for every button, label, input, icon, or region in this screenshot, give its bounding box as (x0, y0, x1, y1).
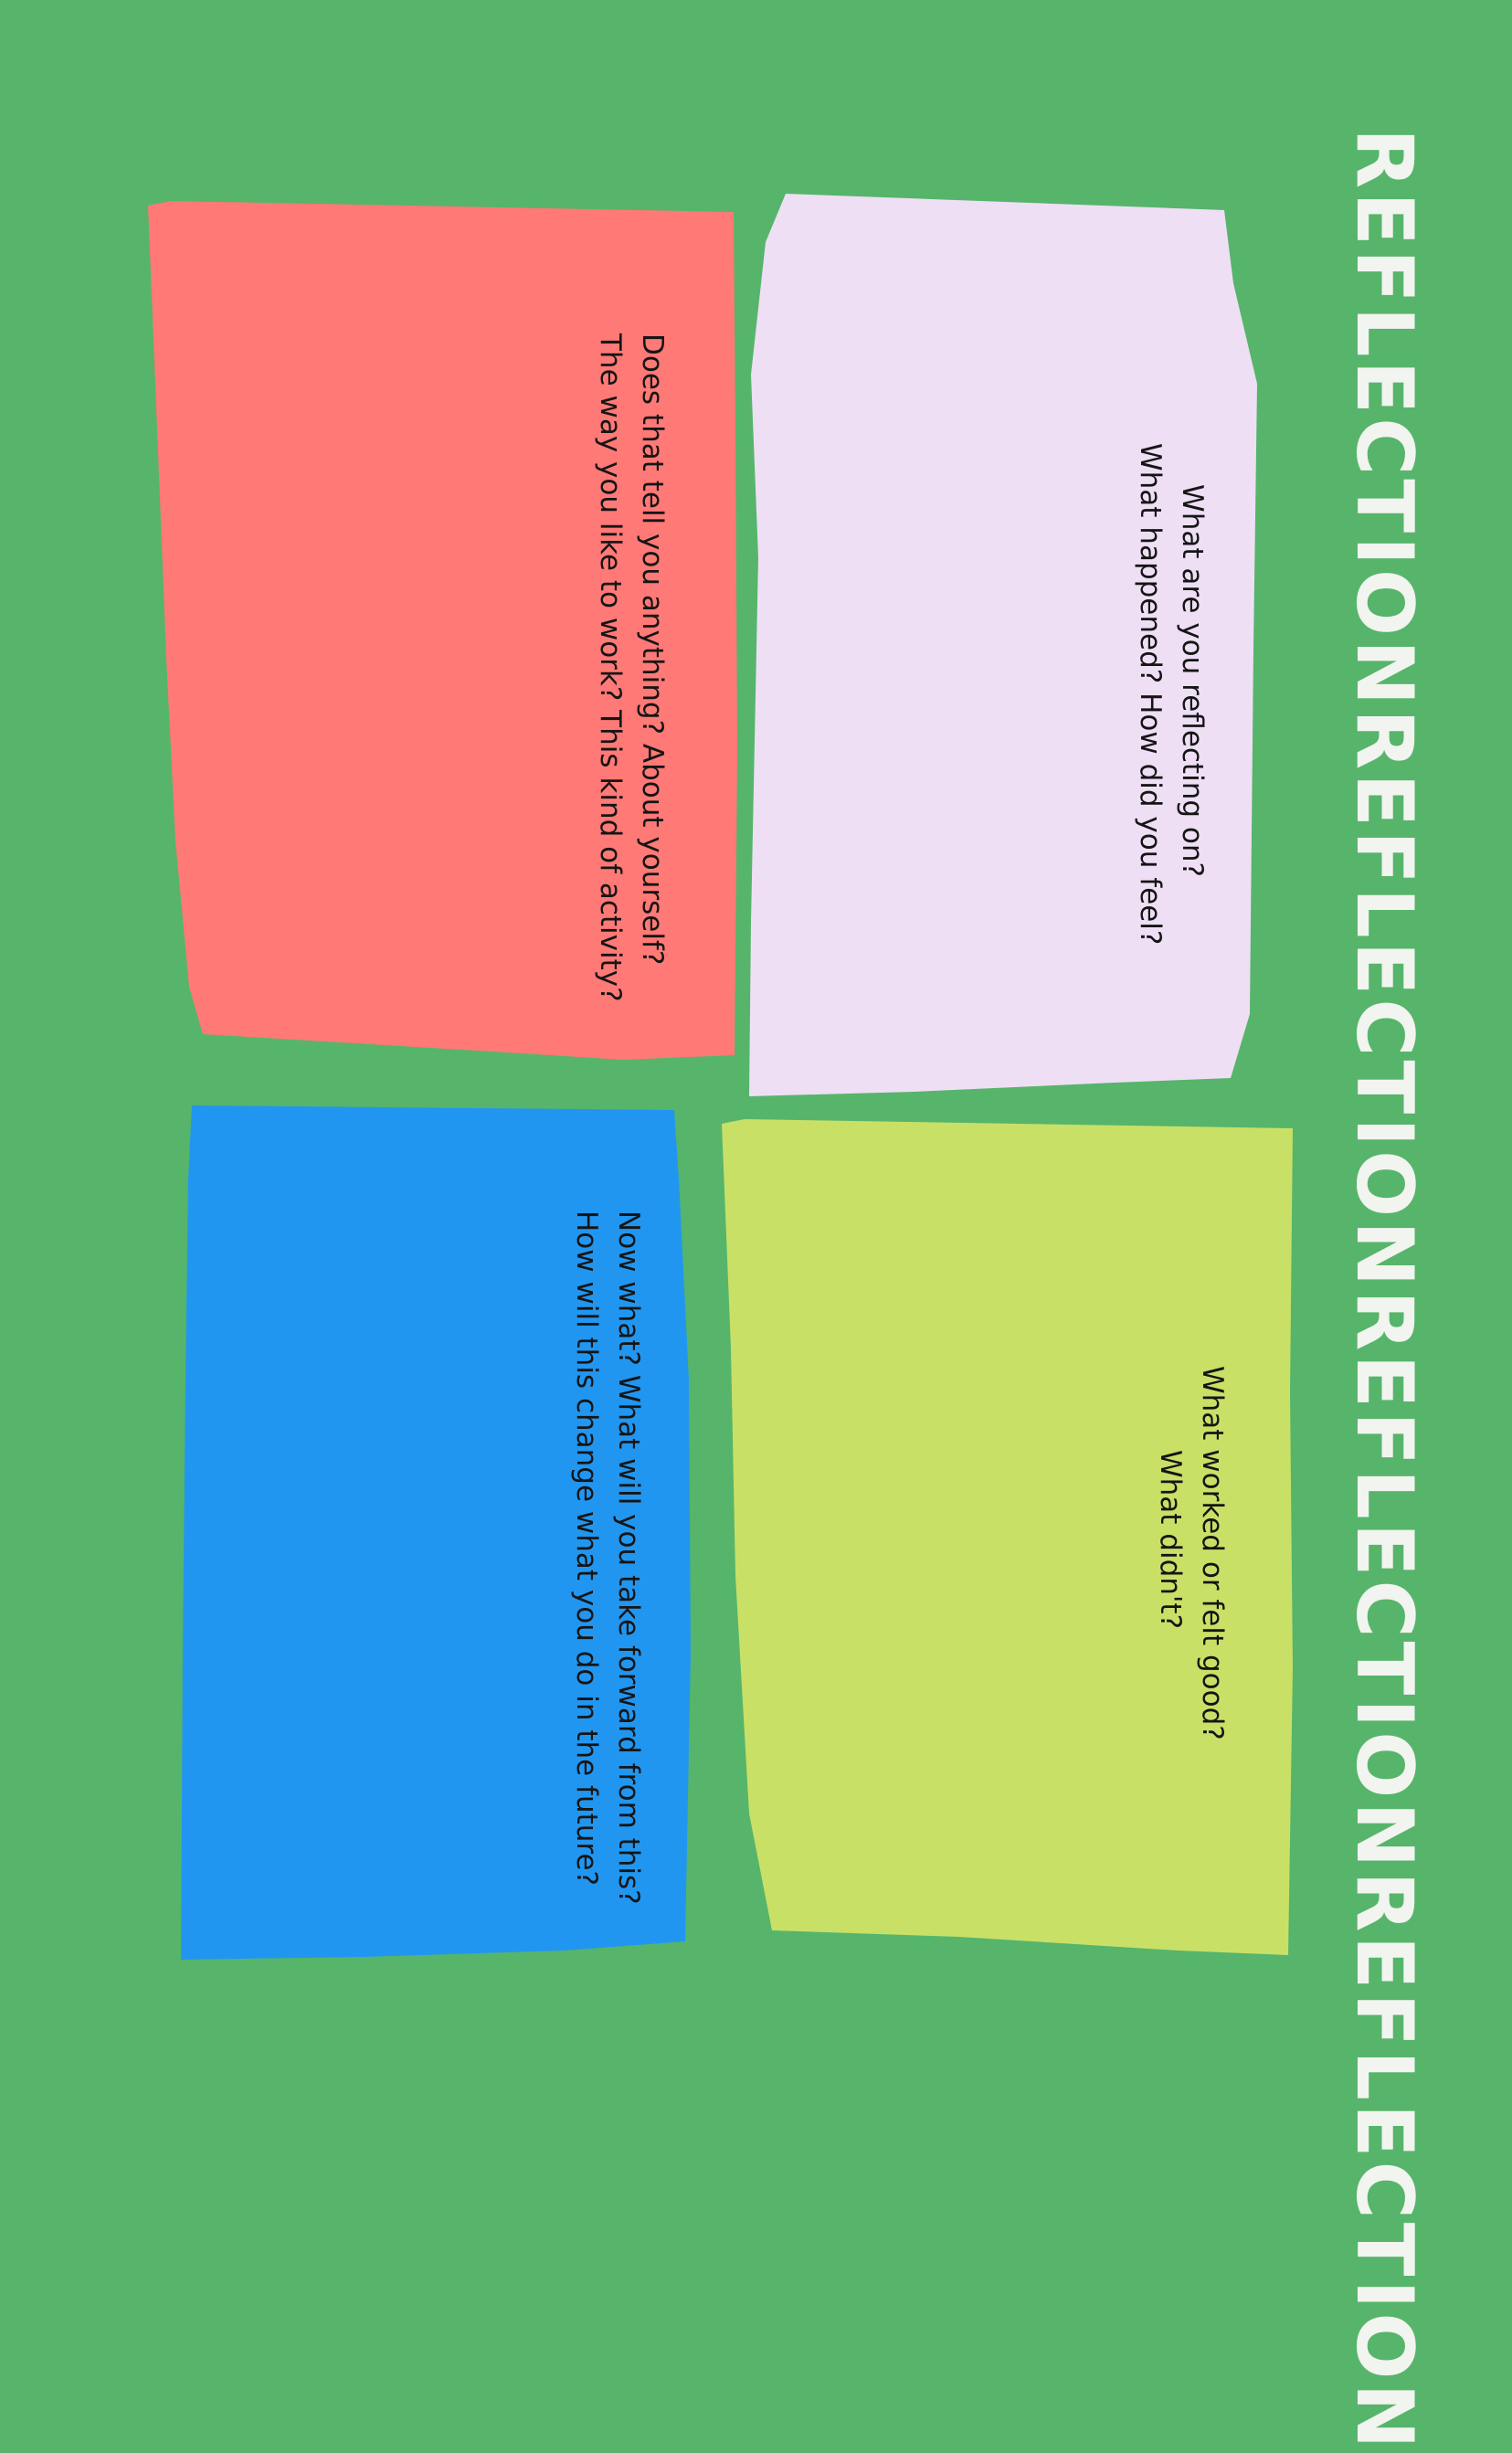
card-background (181, 1105, 691, 1960)
prompt-line: Does that tell you anything? About yours… (636, 333, 669, 966)
card-prompt: Does that tell you anything? About yours… (589, 333, 673, 1002)
banner-word: REFLECTION (1338, 709, 1430, 1291)
banner-text: REFLECTION REFLECTION REFLECTION REFLECT… (1338, 128, 1430, 2453)
prompt-line: The way you like to work? This kind of a… (594, 333, 627, 1002)
prompt-line: What happened? How did you feel? (1134, 443, 1167, 946)
card-prompt: What worked or felt good? What didn't? (1149, 1366, 1233, 1740)
prompt-line: Now what? What will you take forward fro… (612, 1211, 645, 1905)
reflection-banner: REFLECTION REFLECTION REFLECTION REFLECT… (1338, 128, 1430, 2453)
prompt-line: What worked or felt good? (1196, 1366, 1229, 1740)
prompt-line: How will this change what you do in the … (570, 1211, 603, 1887)
card-what-it-tells-you: Does that tell you anything? About yours… (148, 201, 742, 1060)
card-background (749, 194, 1257, 1096)
card-background (722, 1119, 1293, 1955)
prompt-line: What didn't? (1154, 1449, 1187, 1630)
banner-word: REFLECTION (1338, 1871, 1430, 2453)
prompt-line: What are you reflecting on? (1176, 484, 1209, 877)
card-prompt: Now what? What will you take forward fro… (566, 1211, 650, 1905)
card-what-worked: What worked or felt good? What didn't? (722, 1119, 1293, 1955)
banner-word: REFLECTION (1338, 128, 1430, 710)
card-prompt: What are you reflecting on? What happene… (1129, 443, 1213, 946)
banner-word: REFLECTION (1338, 1290, 1430, 1872)
card-now-what: Now what? What will you take forward fro… (181, 1105, 693, 1960)
card-reflecting-on: What are you reflecting on? What happene… (749, 192, 1261, 1096)
card-background (148, 201, 737, 1060)
